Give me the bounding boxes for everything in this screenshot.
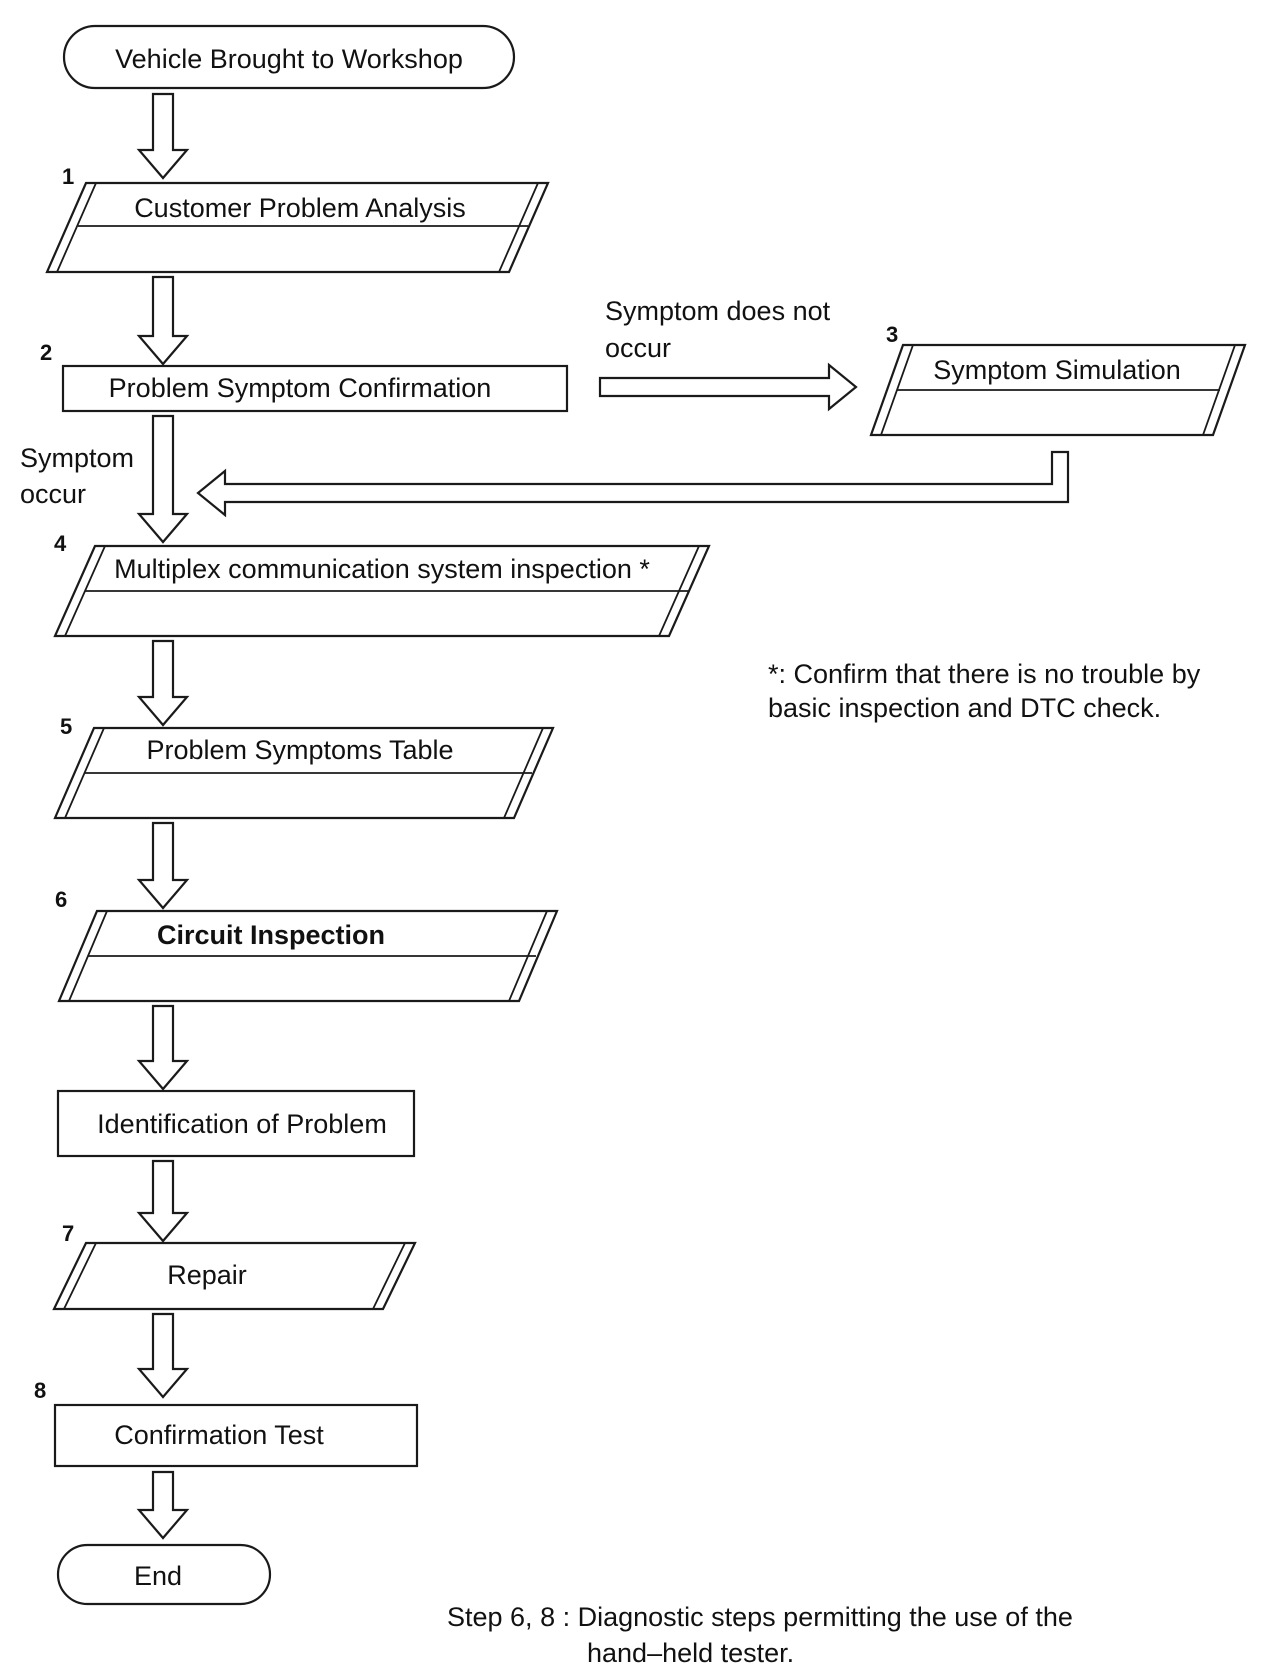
branch-occur-label: Symptom — [20, 443, 134, 473]
step-8-label: Confirmation Test — [114, 1420, 324, 1450]
flow-arrow — [136, 1312, 190, 1399]
footer-note-line: Step 6, 8 : Diagnostic steps permitting … — [447, 1602, 1073, 1632]
start-terminator: Vehicle Brought to Workshop — [62, 24, 516, 90]
flow-arrow — [136, 639, 190, 727]
step-7-box: 7 Repair — [52, 1221, 417, 1311]
step-8-number: 8 — [34, 1378, 46, 1403]
flow-arrow — [136, 92, 190, 180]
asterisk-note-line: *: Confirm that there is no trouble by — [768, 659, 1201, 689]
flow-arrow — [136, 414, 190, 544]
step-7-label: Repair — [167, 1260, 247, 1290]
end-terminator: End — [56, 1543, 272, 1606]
start-label: Vehicle Brought to Workshop — [115, 44, 463, 74]
step-1-number: 1 — [62, 164, 74, 189]
step-3-number: 3 — [886, 322, 898, 347]
step-6-number: 6 — [55, 887, 67, 912]
step-1-label: Customer Problem Analysis — [134, 193, 466, 223]
flow-arrow — [136, 1004, 190, 1091]
step-6-box: 6 Circuit Inspection — [55, 887, 559, 1003]
end-label: End — [134, 1561, 182, 1591]
step-4-box: 4 Multiplex communication system inspect… — [53, 531, 711, 638]
step-5-number: 5 — [60, 714, 72, 739]
step-5-box: 5 Problem Symptoms Table — [53, 714, 555, 820]
step-1-box: 1 Customer Problem Analysis — [45, 164, 550, 274]
step-2-number: 2 — [40, 340, 52, 365]
identification-box: Identification of Problem — [56, 1089, 416, 1158]
flow-arrow — [136, 1470, 190, 1540]
branch-not-occur-label: Symptom does not — [605, 296, 831, 326]
footer-note-line: hand–held tester. — [587, 1638, 794, 1668]
step-2-box: 2 Problem Symptom Confirmation — [40, 340, 569, 413]
step-3-label: Symptom Simulation — [933, 355, 1181, 385]
step-5-label: Problem Symptoms Table — [146, 735, 453, 765]
branch-occur-label: occur — [20, 479, 86, 509]
return-arrow-from-simulation — [196, 450, 1070, 518]
step-3-box: 3 Symptom Simulation — [869, 322, 1247, 437]
flow-arrow — [136, 275, 190, 366]
branch-not-occur-label: occur — [605, 333, 671, 363]
identification-label: Identification of Problem — [97, 1109, 387, 1139]
asterisk-note-line: basic inspection and DTC check. — [768, 693, 1161, 723]
step-4-number: 4 — [54, 531, 67, 556]
step-6-label: Circuit Inspection — [157, 920, 385, 950]
step-2-label: Problem Symptom Confirmation — [109, 373, 492, 403]
branch-arrow-to-simulation — [598, 362, 858, 412]
flow-arrow — [136, 1159, 190, 1243]
step-4-label: Multiplex communication system inspectio… — [114, 554, 650, 584]
flow-arrow — [136, 821, 190, 910]
step-8-box: 8 Confirmation Test — [34, 1378, 419, 1468]
step-7-number: 7 — [62, 1221, 74, 1246]
